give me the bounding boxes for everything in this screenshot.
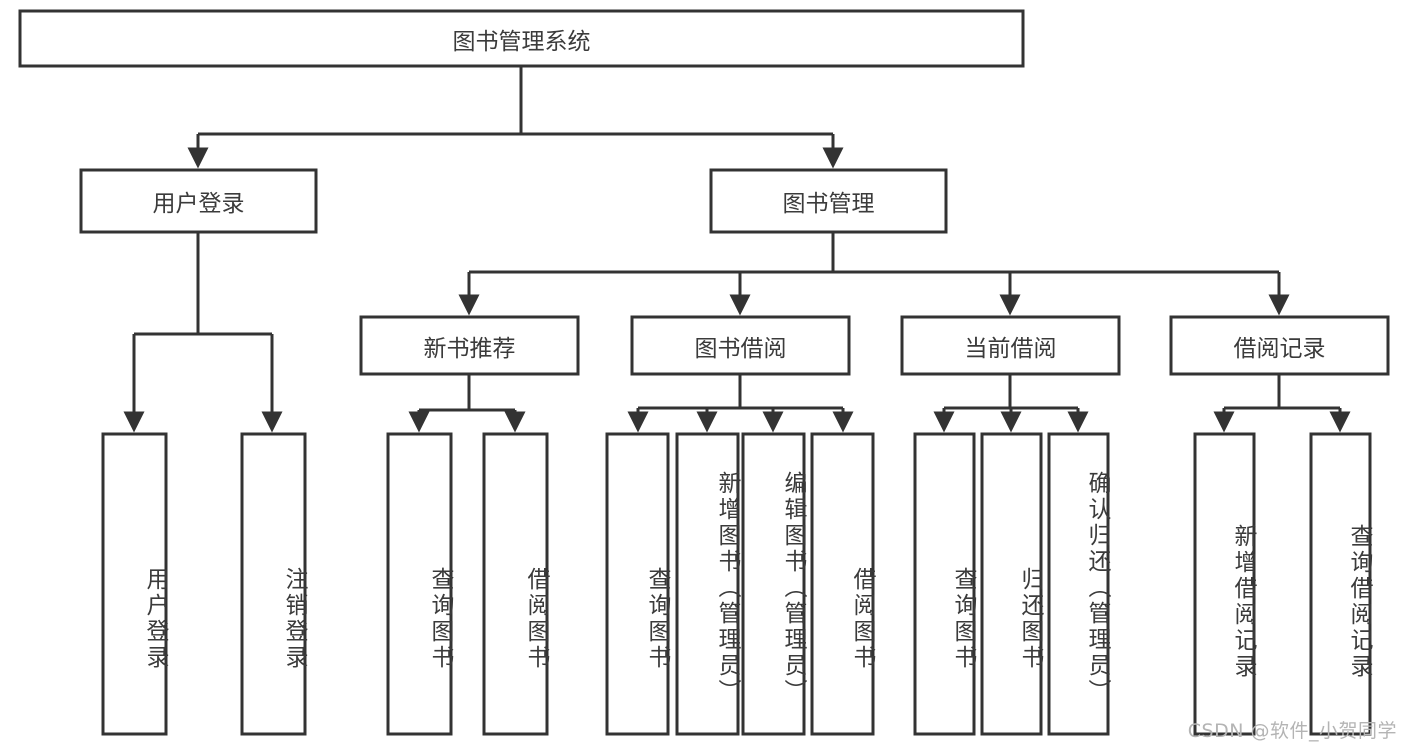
- node-box-leaf-add-book[interactable]: [675, 432, 740, 736]
- node-box-leaf-query-book-current[interactable]: [913, 432, 976, 736]
- node-box-current-borrow[interactable]: [900, 315, 1121, 376]
- node-box-leaf-query-book-recommend[interactable]: [386, 432, 453, 736]
- node-box-new-book-recommend[interactable]: [359, 315, 580, 376]
- node-box-leaf-user-login[interactable]: [101, 432, 168, 736]
- watermark-text: CSDN @软件_小贺同学: [1187, 720, 1397, 742]
- connectors-book-borrow-to-leaves: [627, 374, 854, 433]
- node-box-leaf-logout[interactable]: [240, 432, 307, 736]
- node-box-borrow-record[interactable]: [1169, 315, 1390, 376]
- node-box-leaf-borrow-book[interactable]: [810, 432, 875, 736]
- node-box-book-borrow[interactable]: [630, 315, 851, 376]
- connectors-borrow-record-to-leaves: [1213, 374, 1351, 433]
- node-box-root[interactable]: [18, 9, 1025, 68]
- node-box-leaf-query-borrow-record[interactable]: [1309, 432, 1372, 736]
- node-box-leaf-borrow-book-recommend[interactable]: [482, 432, 549, 736]
- connectors-new-book-recommend-to-leaves: [408, 374, 526, 433]
- node-box-book-management[interactable]: [709, 168, 948, 234]
- connectors-current-borrow-to-leaves: [933, 374, 1089, 433]
- node-box-leaf-query-book-borrow[interactable]: [605, 432, 670, 736]
- node-box-leaf-add-borrow-record[interactable]: [1193, 432, 1256, 736]
- connectors-user-login-to-leaves: [123, 232, 283, 433]
- node-box-user-login[interactable]: [79, 168, 318, 234]
- node-box-leaf-return-book[interactable]: [980, 432, 1043, 736]
- connectors-root-to-level2: [187, 66, 844, 169]
- node-box-leaf-edit-book[interactable]: [741, 432, 806, 736]
- node-box-leaf-confirm-return[interactable]: [1047, 432, 1110, 736]
- connectors-book-management-to-level3: [458, 232, 1290, 316]
